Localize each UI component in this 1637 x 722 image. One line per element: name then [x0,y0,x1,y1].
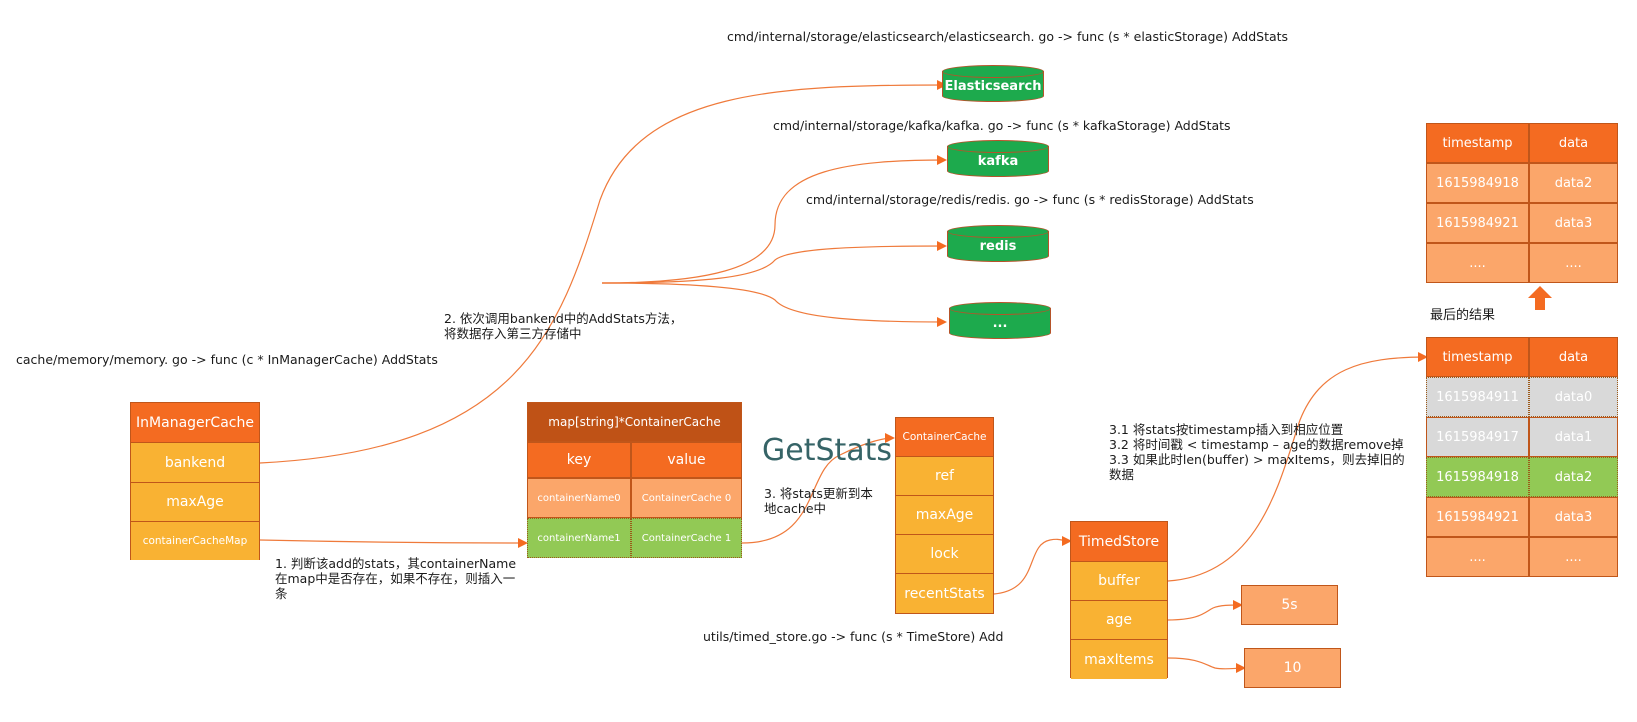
step33-note: 3.3 如果此时len(buffer) > maxItems，则去掉旧的数据 [1109,452,1405,482]
step2-line2: 将数据存入第三方存储中 [444,326,582,341]
db-label: kafka [977,154,1019,169]
field-max-items: maxItems [1071,640,1167,679]
up-arrow-icon [1528,286,1552,310]
buffer-cell-timestamp-removed: 1615984911 [1426,377,1529,417]
db-label: Elasticsearch [944,79,1042,94]
db-kafka: kafka [947,140,1049,178]
map-row-value: ContainerCache 0 [631,478,742,518]
redis-path-label: cmd/internal/storage/redis/redis. go -> … [806,192,1254,207]
step3x-notes: 3.1 将stats按timestamp插入到相应位置 3.2 将时间戳 < t… [1109,422,1409,482]
map-header-value: value [631,442,742,478]
db-redis: redis [947,225,1049,263]
field-bankend: bankend [131,443,259,483]
arrow-to-timed-store [993,535,1072,595]
field-ref: ref [896,457,993,496]
field-buffer: buffer [1071,562,1167,601]
container-cache-struct: ContainerCache ref maxAge lock recentSta… [895,417,994,614]
buffer-cell-data-removed: data0 [1529,377,1618,417]
memory-path-label: cache/memory/memory. go -> func (c * InM… [16,352,438,367]
buffer-header-data: data [1529,337,1618,377]
step2-line1: 2. 依次调用bankend中的AddStats方法， [444,311,683,326]
result-table: timestamp data 1615984918 data2 16159849… [1426,123,1618,283]
timed-store-path-label: utils/timed_store.go -> func (s * TimeSt… [703,629,1004,644]
db-label: ... [992,316,1008,331]
kafka-path-label: cmd/internal/storage/kafka/kafka. go -> … [773,118,1231,133]
field-max-age: maxAge [896,496,993,535]
final-result-label: 最后的结果 [1430,308,1496,323]
container-map-title: map[string]*ContainerCache [527,402,742,442]
elasticsearch-path-label: cmd/internal/storage/elasticsearch/elast… [727,29,1289,44]
field-age: age [1071,601,1167,640]
buffer-table: timestamp data 1615984911 data0 16159849… [1426,337,1618,577]
map-header-key: key [527,442,631,478]
buffer-cell-timestamp: .... [1426,537,1529,577]
buffer-cell-data-removed: data1 [1529,417,1618,457]
db-elasticsearch: Elasticsearch [942,65,1044,103]
step2-note: 2. 依次调用bankend中的AddStats方法， 将数据存入第三方存储中 [444,311,682,341]
result-cell-timestamp: 1615984918 [1426,163,1529,203]
result-cell-timestamp: 1615984921 [1426,203,1529,243]
result-cell-data: .... [1529,243,1618,283]
db-label: redis [979,239,1017,254]
step3-note: 3. 将stats更新到本地cache中 [764,486,873,516]
buffer-cell-data: .... [1529,537,1618,577]
in-manager-cache-struct: InManagerCache bankend maxAge containerC… [130,402,260,560]
field-recent-stats: recentStats [896,574,993,613]
timed-store-title: TimedStore [1071,522,1167,562]
arrow-to-kafka [601,155,947,284]
map-row-key-new: containerName1 [527,518,631,558]
result-cell-data: data2 [1529,163,1618,203]
arrow-to-redis [601,241,947,284]
result-cell-timestamp: .... [1426,243,1529,283]
field-lock: lock [896,535,993,574]
db-others: ... [949,302,1051,340]
age-value-box: 5s [1241,585,1338,625]
container-map-table: map[string]*ContainerCache key value con… [527,402,742,558]
buffer-cell-data-new: data2 [1529,457,1618,497]
getstats-title: GetStats [762,433,893,468]
in-manager-cache-title: InManagerCache [131,403,259,443]
field-container-cache-map: containerCacheMap [131,522,259,560]
result-cell-data: data3 [1529,203,1618,243]
arrow-to-maxitems-value [1167,657,1246,674]
result-header-timestamp: timestamp [1426,123,1529,163]
buffer-cell-timestamp-new: 1615984918 [1426,457,1529,497]
buffer-cell-timestamp-removed: 1615984917 [1426,417,1529,457]
step31-note: 3.1 将stats按timestamp插入到相应位置 [1109,422,1344,437]
step1-note: 1. 判断该add的stats，其containerName在map中是否存在，… [275,556,517,601]
buffer-cell-timestamp: 1615984921 [1426,497,1529,537]
arrow-to-age-value [1167,600,1243,621]
result-header-data: data [1529,123,1618,163]
buffer-cell-data: data3 [1529,497,1618,537]
max-items-value-box: 10 [1244,648,1341,688]
step32-note: 3.2 将时间戳 < timestamp – age的数据remove掉 [1109,437,1404,452]
buffer-header-timestamp: timestamp [1426,337,1529,377]
map-row-key: containerName0 [527,478,631,518]
map-row-value-new: ContainerCache 1 [631,518,742,558]
container-cache-title: ContainerCache [896,418,993,457]
field-max-age: maxAge [131,483,259,522]
timed-store-struct: TimedStore buffer age maxItems [1070,521,1168,679]
arrow-map-to-row [259,537,528,548]
